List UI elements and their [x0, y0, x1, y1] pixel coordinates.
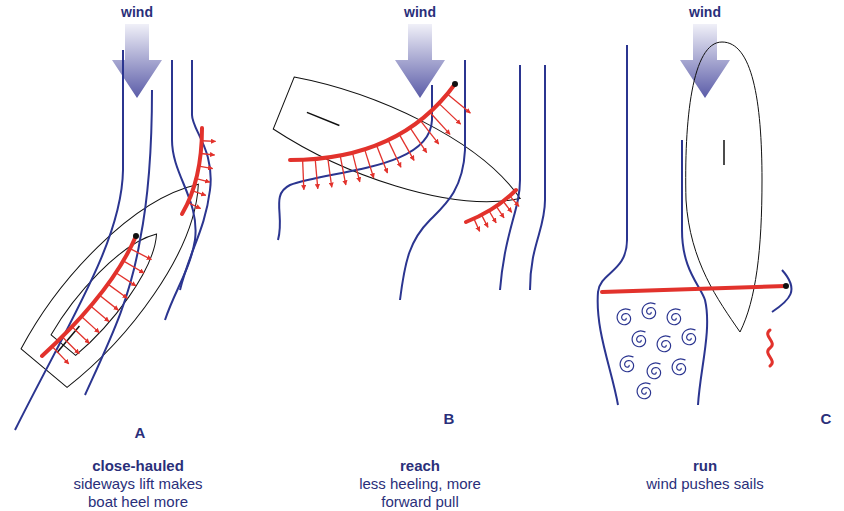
pressure-arrow	[202, 140, 216, 142]
pressure-arrow	[100, 295, 119, 310]
pressure-arrow	[193, 191, 206, 196]
pressure-arrow	[399, 134, 414, 160]
pressure-arrow	[430, 112, 450, 134]
pressure-arrow	[482, 215, 488, 227]
boat-hulls	[14, 42, 762, 393]
pressure-arrow	[188, 203, 201, 209]
pressure-arrow	[52, 346, 69, 363]
pressure-arrow	[365, 149, 374, 178]
swirl	[620, 356, 633, 372]
pressure-arrows	[52, 94, 519, 364]
pressure-arrow	[130, 249, 151, 260]
pressure-arrow	[447, 94, 470, 113]
wind-arrows	[112, 24, 730, 98]
swirl	[647, 363, 660, 379]
pressure-arrow	[81, 317, 99, 333]
pressure-arrow	[377, 145, 388, 173]
swirl	[617, 309, 630, 325]
wind-label: wind	[390, 3, 450, 21]
wind-label: wind	[675, 3, 735, 21]
pressure-arrow	[196, 179, 210, 182]
pressure-arrow	[474, 219, 480, 232]
point-of-sail: reach	[340, 457, 500, 475]
pressure-arrow	[489, 211, 496, 223]
pressure-arrow	[201, 153, 215, 155]
airflow-streamlines	[15, 45, 791, 430]
swirl	[667, 309, 680, 325]
swirl	[642, 303, 655, 319]
pressure-arrow	[303, 160, 304, 190]
pressure-arrow	[388, 140, 401, 167]
pressure-arrow	[410, 128, 427, 153]
pressure-arrow	[62, 337, 79, 354]
pressure-arrow	[503, 201, 512, 212]
pressure-arrow	[91, 306, 109, 322]
swirl	[682, 329, 695, 345]
pressure-arrow	[116, 273, 136, 286]
pressure-arrow	[108, 284, 127, 298]
point-of-sail: run	[625, 457, 785, 475]
sails	[42, 84, 786, 366]
swirl	[672, 359, 685, 375]
pressure-arrow	[496, 206, 504, 218]
pressure-arrow	[199, 166, 213, 168]
swirl	[657, 336, 670, 352]
panel-letter: A	[125, 424, 155, 442]
wind-label: wind	[107, 3, 167, 21]
swirl	[632, 331, 645, 347]
mast-dots	[133, 81, 789, 289]
caption-text: less heeling, more forward pull	[338, 475, 503, 511]
pressure-arrow	[439, 103, 461, 124]
pressure-arrow	[72, 327, 89, 344]
swirl	[637, 383, 650, 399]
pressure-arrow	[328, 158, 332, 188]
pressure-arrow	[352, 153, 359, 182]
panel-letter: B	[434, 410, 464, 428]
pressure-arrow	[510, 196, 519, 207]
point-of-sail: close-hauled	[58, 457, 218, 475]
turbulence-swirls	[617, 303, 695, 399]
panel-letter: C	[814, 410, 838, 428]
caption-text: wind pushes sails	[605, 475, 805, 493]
pressure-arrow	[420, 120, 438, 144]
pressure-arrow	[340, 156, 346, 185]
pressure-arrow	[315, 159, 318, 189]
caption-text: sideways lift makes boat heel more	[63, 475, 213, 511]
pressure-arrow	[123, 261, 144, 273]
